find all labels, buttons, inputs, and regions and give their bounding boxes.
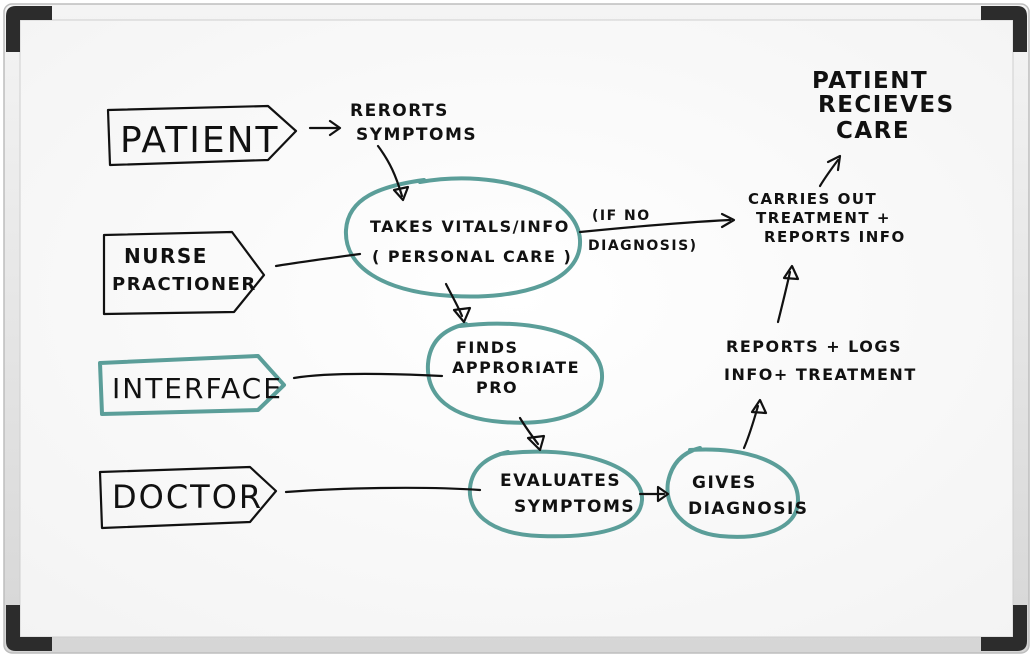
connector-interface-to-finds [292, 372, 444, 380]
step-reports-symptoms-line1: RERORTS [350, 101, 449, 121]
arrow-vitals-to-finds [444, 282, 472, 324]
annotation-if-no-line2: DIAGNOSIS) [588, 238, 698, 254]
step-carries-out-line2: TREATMENT + [756, 209, 891, 227]
connector-doctor-to-evaluates [284, 486, 482, 494]
step-takes-vitals-line1: TAKES VITALS/INFO [370, 217, 570, 236]
arrow-reports-to-vitals [376, 144, 410, 202]
step-carries-out-line3: REPORTS INFO [764, 228, 906, 246]
annotation-if-no-line1: (IF NO [592, 208, 651, 224]
step-takes-vitals-line2: ( PERSONAL CARE ) [372, 247, 572, 266]
actor-nurse-label-line2: PRACTIONER [112, 274, 257, 295]
step-reports-symptoms-line2: SYMPTOMS [356, 125, 477, 145]
actor-interface: INTERFACE [98, 354, 286, 416]
arrow-patient-to-reports [308, 119, 342, 137]
ellipse-finds-pro [425, 321, 605, 425]
step-gives-diagnosis-line1: GIVES [692, 473, 757, 493]
actor-patient-label: PATIENT [120, 120, 280, 161]
step-reports-logs-line1: REPORTS + LOGS [726, 337, 902, 356]
arrow-carries-to-patient-care [818, 154, 842, 188]
step-reports-logs-line2: INFO+ TREATMENT [724, 365, 917, 384]
step-finds-pro-line3: PRO [476, 378, 518, 397]
arrow-gives-to-reports-logs [742, 398, 768, 450]
step-evaluates-line1: EVALUATES [500, 471, 621, 491]
ellipse-gives-diagnosis [665, 446, 800, 539]
step-finds-pro-line2: APPRORIATE [452, 358, 580, 377]
step-patient-receives-line2: RECIEVES [818, 92, 955, 118]
actor-nurse-label-line1: NURSE [124, 244, 208, 268]
step-patient-receives-line3: CARE [836, 118, 910, 144]
step-carries-out-line1: CARRIES OUT [748, 190, 877, 208]
actor-patient: PATIENT [106, 104, 298, 167]
arrow-reports-logs-to-carries [776, 264, 800, 324]
ellipse-takes-vitals [343, 176, 583, 299]
corner-top-right [981, 6, 1027, 52]
step-finds-pro-line1: FINDS [456, 338, 519, 357]
corner-bottom-left [6, 605, 52, 651]
step-evaluates-line2: SYMPTOMS [514, 497, 635, 517]
arrow-finds-to-evaluates [518, 416, 546, 452]
ellipse-evaluates [467, 449, 645, 539]
actor-nurse-practioner: NURSE PRACTIONER [102, 230, 266, 316]
actor-doctor-label: DOCTOR [112, 478, 263, 516]
actor-interface-label: INTERFACE [112, 372, 283, 405]
actor-doctor: DOCTOR [98, 465, 278, 530]
arrow-vitals-to-carries [578, 212, 736, 234]
corner-bottom-right [981, 605, 1027, 651]
connector-nurse-to-vitals [274, 252, 362, 268]
step-patient-receives-line1: PATIENT [812, 68, 928, 94]
step-gives-diagnosis-line2: DIAGNOSIS [688, 499, 809, 519]
corner-top-left [6, 6, 52, 52]
arrow-evaluates-to-gives [638, 485, 670, 503]
